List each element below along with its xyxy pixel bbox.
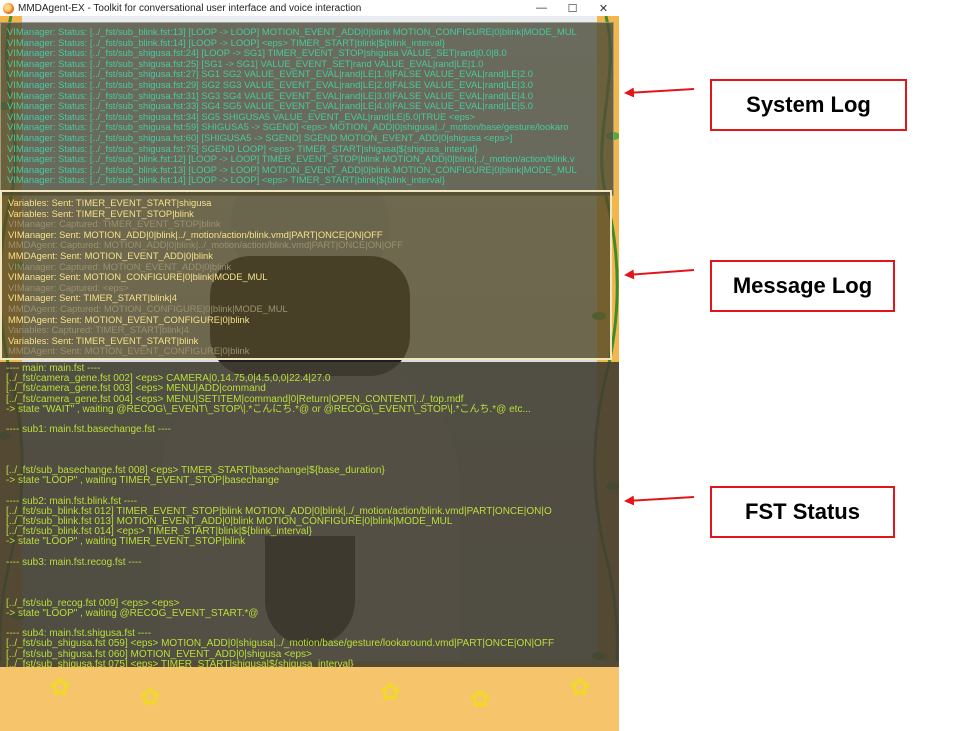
window-title: MMDAgent-EX - Toolkit for conversational… [18, 2, 362, 14]
log-line: VIManager: Status: [../_fst/sub_blink.fs… [7, 36, 445, 48]
flower-icon: ✿ [470, 686, 491, 713]
log-line: [../_fst/sub_blink.fst 012] TIMER_EVENT_… [6, 505, 552, 517]
minimize-button[interactable]: — [536, 2, 547, 14]
flower-icon: ✿ [570, 674, 591, 701]
log-line: VIManager: Captured: TIMER_EVENT_STOP|bl… [8, 218, 221, 230]
log-line [0, 568, 619, 578]
log-line: [../_fst/sub_recog.fst 009] <eps> <eps> [6, 597, 180, 609]
log-line: [../_fst/camera_gene.fst 002] <eps> CAME… [6, 373, 331, 385]
flower-icon: ✿ [50, 674, 71, 701]
log-line: MMDAgent: Sent: MOTION_EVENT_CONFIGURE|0… [8, 345, 250, 357]
log-line: [../_fst/sub_blink.fst 013] MOTION_EVENT… [6, 516, 453, 528]
log-line: Variables: Sent: TIMER_EVENT_STOP|blink [8, 207, 194, 219]
log-line: VIManager: Status: [../_fst/sub_shigusa.… [7, 78, 534, 90]
log-line: [../_fst/sub_shigusa.fst 075] <eps> TIME… [6, 658, 354, 667]
log-line: -> state "LOOP" , waiting @RECOG_EVENT_S… [6, 607, 259, 619]
message-log-panel: Variables: Sent: TIMER_EVENT_START|shigu… [0, 190, 612, 360]
ground-area [0, 661, 619, 731]
log-line [0, 578, 619, 588]
system-log-lines: VIManager: Status: [../_fst/sub_blink.fs… [1, 23, 613, 186]
log-line: MMDAgent: Captured: MOTION_ADD|0|blink|.… [8, 239, 403, 251]
log-line: VIManager: Status: [../_fst/sub_shigusa.… [7, 100, 534, 112]
log-line: [../_fst/sub_shigusa.fst 060] MOTION_EVE… [6, 648, 312, 660]
log-line: VIManager: Status: [../_fst/sub_shigusa.… [7, 57, 484, 69]
message-log-callout: Message Log [710, 260, 895, 312]
log-line: [../_fst/camera_gene.fst 003] <eps> MENU… [6, 383, 266, 395]
log-line: [../_fst/sub_blink.fst 014] <eps> TIMER_… [6, 526, 312, 538]
log-line: -> state "WAIT" , waiting @RECOG\_EVENT\… [6, 403, 531, 415]
log-line: Variables: Captured: TIMER_START|blink|4 [8, 324, 189, 336]
message-log-arrow [624, 269, 695, 280]
message-log-lines: Variables: Sent: TIMER_EVENT_START|shigu… [2, 192, 610, 357]
log-line: [../_fst/sub_basechange.fst 008] <eps> T… [6, 465, 385, 477]
window-controls: — ☐ ✕ [526, 0, 619, 16]
fst-status-panel: ---- main: main.fst ----[../_fst/camera_… [0, 362, 619, 667]
log-line: VIManager: Status: [../_fst/sub_blink.fs… [7, 26, 577, 37]
fst-status-arrow [624, 495, 695, 506]
log-line: VIManager: Captured: MOTION_EVENT_ADD|0|… [8, 260, 232, 272]
log-line: ---- sub4: main.fst.shigusa.fst ---- [6, 628, 152, 640]
log-line: [../_fst/camera_gene.fst 004] <eps> MENU… [6, 393, 464, 405]
log-line: -> state "LOOP" , waiting TIMER_EVENT_ST… [6, 536, 246, 548]
log-line: Variables: Sent: TIMER_EVENT_START|shigu… [8, 197, 212, 208]
fst-status-callout: FST Status [710, 486, 895, 538]
log-line: VIManager: Status: [../_fst/sub_shigusa.… [7, 121, 569, 133]
log-line: MMDAgent: Sent: MOTION_EVENT_CONFIGURE|0… [8, 313, 250, 325]
title-bar[interactable]: MMDAgent-EX - Toolkit for conversational… [0, 0, 619, 16]
log-line: MMDAgent: Captured: MOTION_CONFIGURE|0|b… [8, 302, 288, 314]
log-line [0, 435, 619, 445]
render-canvas[interactable]: ✿ ✿ ✿ ✿ ✿ VIManager: Status: [../_fst/su… [0, 16, 619, 731]
log-line: MMDAgent: Sent: MOTION_EVENT_ADD|0|blink [8, 249, 213, 261]
log-line: ---- sub1: main.fst.basechange.fst ---- [6, 424, 172, 436]
log-line: VIManager: Status: [../_fst/sub_blink.fs… [7, 174, 445, 186]
log-line: ---- main: main.fst ---- [6, 363, 101, 374]
log-line: VIManager: Status: [../_fst/sub_shigusa.… [7, 110, 475, 122]
log-line [0, 446, 619, 456]
app-window: MMDAgent-EX - Toolkit for conversational… [0, 0, 619, 731]
log-line: [../_fst/sub_shigusa.fst 059] <eps> MOTI… [6, 638, 555, 650]
flower-icon: ✿ [140, 684, 161, 711]
log-line: VIManager: Sent: TIMER_START|blink|4 [8, 292, 178, 304]
log-line: ---- sub3: main.fst.recog.fst ---- [6, 556, 142, 568]
log-line: VIManager: Status: [../_fst/sub_shigusa.… [7, 89, 534, 101]
log-line: VIManager: Status: [../_fst/sub_blink.fs… [7, 163, 577, 175]
system-log-panel: VIManager: Status: [../_fst/sub_blink.fs… [0, 22, 614, 196]
flower-icon: ✿ [380, 679, 401, 706]
log-line: VIManager: Status: [../_fst/sub_blink.fs… [7, 153, 575, 165]
app-logo-icon [3, 2, 14, 14]
log-line: VIManager: Status: [../_fst/sub_shigusa.… [7, 68, 534, 80]
system-log-callout: System Log [710, 79, 907, 131]
system-log-arrow [624, 87, 695, 98]
log-line: VIManager: Sent: MOTION_ADD|0|blink|../_… [8, 228, 383, 240]
log-line: Variables: Sent: TIMER_EVENT_START|blink [8, 334, 199, 346]
fst-status-lines: ---- main: main.fst ----[../_fst/camera_… [0, 362, 619, 667]
log-line: VIManager: Captured: <eps> [8, 281, 129, 293]
log-line: VIManager: Status: [../_fst/sub_shigusa.… [7, 47, 507, 59]
log-line: -> state "LOOP" , waiting TIMER_EVENT_ST… [6, 475, 280, 487]
log-line: VIManager: Status: [../_fst/sub_shigusa.… [7, 142, 478, 154]
maximize-button[interactable]: ☐ [567, 2, 578, 15]
close-button[interactable]: ✕ [598, 2, 609, 15]
log-line: VIManager: Sent: MOTION_CONFIGURE|0|blin… [8, 271, 268, 283]
log-line: ---- sub2: main.fst.blink.fst ---- [6, 495, 138, 507]
log-line: VIManager: Status: [../_fst/sub_shigusa.… [7, 131, 513, 143]
